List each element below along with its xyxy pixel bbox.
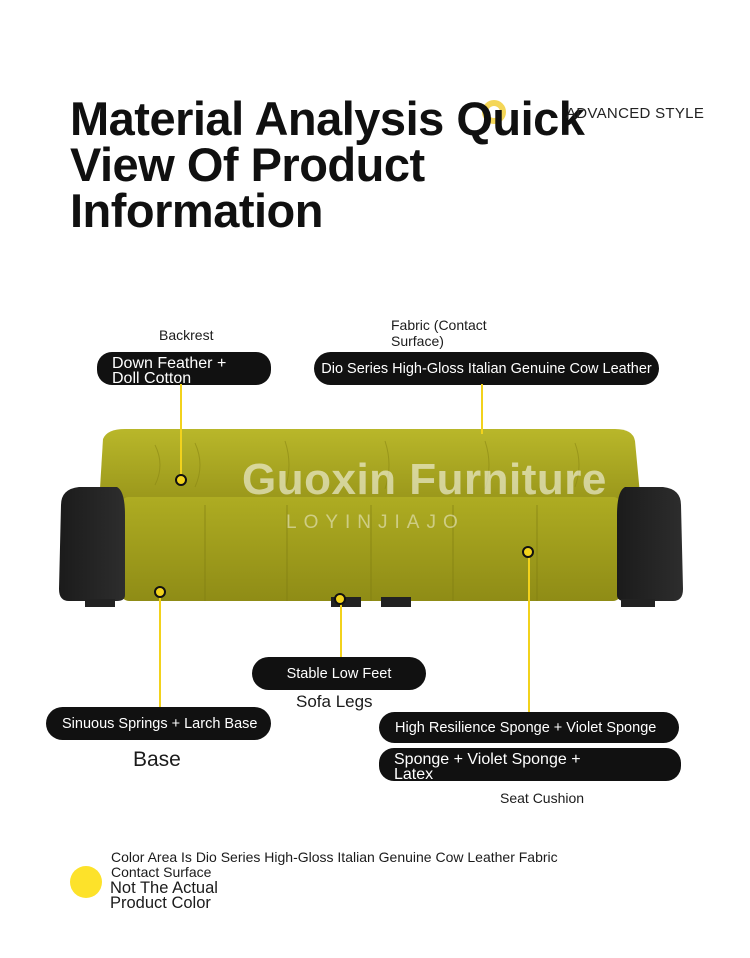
seat-material-2-line-2: Latex bbox=[394, 766, 434, 783]
fabric-caption-line-1: Fabric (Contact bbox=[391, 317, 487, 333]
sofa-seams bbox=[204, 505, 538, 601]
sofa-foot bbox=[85, 599, 115, 607]
sofa-foot bbox=[621, 599, 655, 607]
brand-watermark-sub: LOYINJIAJO bbox=[286, 512, 465, 533]
seat-material-2-line-1: Sponge + Violet Sponge + bbox=[394, 751, 581, 768]
seat-connector bbox=[528, 553, 530, 713]
base-caption: Base bbox=[133, 748, 181, 771]
title-line-1: Material Analysis Quick bbox=[70, 92, 585, 145]
legs-material-pill: Stable Low Feet bbox=[252, 657, 426, 690]
title-line-2: View Of Product bbox=[70, 138, 425, 191]
sofa-illustration bbox=[59, 429, 683, 607]
sofa-backrest bbox=[99, 429, 641, 505]
fabric-material-pill: Dio Series High-Gloss Italian Genuine Co… bbox=[314, 352, 659, 385]
sofa-foot bbox=[331, 597, 361, 607]
legs-marker bbox=[334, 593, 346, 605]
seat-material-pill: High Resilience Sponge + Violet Sponge bbox=[379, 712, 679, 743]
title-line-3: Information bbox=[70, 184, 323, 237]
fabric-caption-line-2: Surface) bbox=[391, 333, 444, 349]
note-line-3: Not The Actual bbox=[110, 879, 218, 897]
backrest-caption: Backrest bbox=[159, 327, 214, 343]
sofa-tufting bbox=[154, 440, 580, 490]
seat-marker bbox=[522, 546, 534, 558]
base-marker bbox=[154, 586, 166, 598]
backrest-material-line-2: Doll Cotton bbox=[112, 370, 192, 387]
style-badge: ADVANCED STYLE bbox=[566, 105, 705, 122]
note-line-4: Product Color bbox=[110, 894, 211, 912]
base-connector bbox=[159, 592, 161, 707]
seat-material-pill-2: Sponge + Violet Sponge + Latex bbox=[379, 748, 681, 783]
title-accent-ring bbox=[482, 100, 506, 124]
note-line-2: Contact Surface bbox=[111, 864, 212, 880]
backrest-material-pill: Down Feather + Doll Cotton bbox=[97, 352, 271, 387]
sofa-foot bbox=[381, 597, 411, 607]
page-title: Material Analysis Quick View Of Product … bbox=[70, 92, 630, 237]
base-material-pill: Sinuous Springs + Larch Base bbox=[46, 707, 271, 740]
brand-watermark: Guoxin Furniture bbox=[242, 455, 607, 504]
seat-caption: Seat Cushion bbox=[500, 790, 585, 806]
sofa-left-arm bbox=[59, 487, 125, 601]
color-swatch-dot bbox=[70, 866, 102, 898]
backrest-connector bbox=[180, 384, 182, 478]
backrest-material-line-1: Down Feather + bbox=[112, 355, 227, 372]
fabric-caption: Fabric (Contact Surface) bbox=[391, 317, 487, 349]
sofa-right-arm bbox=[617, 487, 683, 601]
legs-connector bbox=[340, 600, 342, 658]
note-line-1: Color Area Is Dio Series High-Gloss Ital… bbox=[111, 849, 558, 865]
legs-caption: Sofa Legs bbox=[296, 692, 373, 711]
backrest-marker bbox=[175, 474, 187, 486]
fabric-connector bbox=[481, 384, 483, 434]
